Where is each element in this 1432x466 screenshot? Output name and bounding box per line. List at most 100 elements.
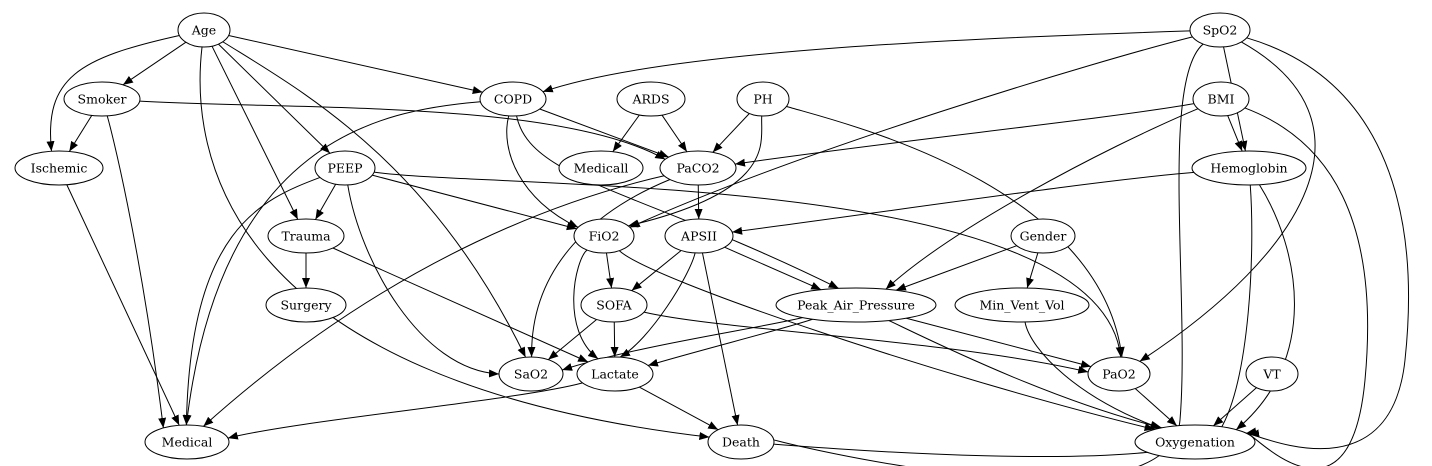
edge-hemoglobin-to-oxygenation: [1235, 184, 1295, 431]
edge-bmi-to-oxygenation: [1244, 107, 1369, 466]
edge-ph-to-paco2: [712, 113, 750, 153]
node-gender[interactable]: Gender: [1010, 218, 1076, 254]
node-label: PaO2: [1102, 367, 1136, 382]
node-apsii[interactable]: APSII: [664, 218, 734, 254]
node-ellipse: [177, 12, 231, 48]
edge-vt-to-oxygenation: [1212, 387, 1257, 427]
node-label: Gender: [1020, 229, 1067, 244]
node-label: Peak_Air_Pressure: [797, 298, 915, 313]
node-label: Trauma: [281, 229, 331, 244]
node-label: FiO2: [589, 229, 620, 244]
node-fio2[interactable]: FiO2: [573, 218, 635, 254]
edge-gender-to-peak_air_pressure: [895, 245, 1017, 291]
node-label: SaO2: [514, 367, 548, 382]
edge-fio2-to-sofa: [605, 252, 615, 289]
edge-age-to-smoker: [122, 41, 187, 86]
node-ellipse: [1087, 356, 1151, 392]
node-ellipse: [144, 424, 230, 460]
edge-age-to-ischemic: [46, 34, 180, 152]
node-label: Age: [191, 23, 216, 38]
node-ellipse: [314, 150, 376, 186]
edges: [46, 30, 1409, 466]
node-ellipse: [580, 287, 648, 323]
node-bmi[interactable]: BMI: [1192, 81, 1250, 117]
node-label: Smoker: [78, 92, 127, 107]
edge-age-to-copd: [228, 35, 483, 94]
node-trauma[interactable]: Trauma: [267, 218, 345, 254]
node-label: Min_Vent_Vol: [979, 298, 1064, 313]
node-hemoglobin[interactable]: Hemoglobin: [1191, 150, 1307, 186]
edge-apsii-to-peak_air_pressure: [724, 246, 822, 291]
edge-peak_air_pressure-to-lactate: [647, 318, 813, 367]
node-lactate[interactable]: Lactate: [576, 356, 654, 392]
node-ellipse: [1134, 424, 1256, 460]
node-pao2[interactable]: PaO2: [1087, 356, 1151, 392]
node-label: VT: [1262, 367, 1281, 382]
node-label: Ischemic: [31, 161, 88, 176]
node-ph[interactable]: PH: [736, 81, 790, 117]
edge-copd-to-paco2: [539, 108, 669, 158]
node-label: SOFA: [596, 298, 632, 313]
node-label: SpO2: [1203, 23, 1238, 38]
node-label: ARDS: [631, 92, 669, 107]
node-label: PH: [753, 92, 772, 107]
node-sofa[interactable]: SOFA: [580, 287, 648, 323]
node-ellipse: [775, 287, 937, 323]
edge-pao2-to-oxygenation: [1134, 388, 1178, 427]
edge-ph-to-fio2: [628, 115, 763, 228]
edge-fio2-to-lactate: [573, 249, 599, 360]
edge-min_vent_vol-to-oxygenation: [1024, 321, 1161, 429]
node-ellipse: [63, 81, 141, 117]
edge-spo2-to-death: [763, 43, 1204, 466]
node-ellipse: [954, 287, 1090, 323]
edge-bmi-to-hemoglobin: [1227, 115, 1243, 152]
node-label: Hemoglobin: [1210, 161, 1287, 176]
node-death[interactable]: Death: [707, 424, 775, 460]
node-ellipse: [558, 150, 644, 186]
edge-sofa-to-pao2: [643, 311, 1089, 374]
node-smoker[interactable]: Smoker: [63, 81, 141, 117]
node-ellipse: [1010, 218, 1076, 254]
edge-apsii-to-death: [701, 252, 740, 426]
node-ards[interactable]: ARDS: [616, 81, 686, 117]
edge-peep-to-fio2: [372, 174, 577, 231]
node-peep[interactable]: PEEP: [314, 150, 376, 186]
node-min_vent_vol[interactable]: Min_Vent_Vol: [954, 287, 1090, 323]
edge-ards-to-medicall: [612, 114, 640, 152]
edge-spo2-to-fio2: [629, 36, 1193, 228]
edge-smoker-to-medical: [106, 115, 167, 429]
edge-spo2-to-oxygenation: [1246, 37, 1409, 450]
edge-ischemic-to-medical: [66, 184, 180, 426]
node-ellipse: [265, 287, 347, 323]
node-sao2[interactable]: SaO2: [498, 356, 564, 392]
edge-hemoglobin-to-apsii: [732, 171, 1195, 235]
edge-ph-to-pao2: [786, 105, 1125, 358]
node-surgery[interactable]: Surgery: [265, 287, 347, 323]
edge-trauma-to-lactate: [332, 247, 589, 363]
node-ellipse: [1192, 81, 1250, 117]
node-peak_air_pressure[interactable]: Peak_Air_Pressure: [775, 287, 937, 323]
node-label: Oxygenation: [1155, 435, 1235, 450]
node-age[interactable]: Age: [177, 12, 231, 48]
node-ellipse: [616, 81, 686, 117]
node-ischemic[interactable]: Ischemic: [14, 150, 104, 186]
node-label: PaCO2: [676, 161, 719, 176]
edge-ards-to-paco2: [661, 114, 688, 153]
node-paco2[interactable]: PaCO2: [659, 150, 737, 186]
node-label: COPD: [494, 92, 532, 107]
edge-peep-to-sao2: [347, 184, 500, 378]
node-vt[interactable]: VT: [1245, 356, 1299, 392]
node-ellipse: [479, 81, 547, 117]
node-spo2[interactable]: SpO2: [1189, 12, 1251, 48]
node-ellipse: [1245, 356, 1299, 392]
node-label: Death: [722, 435, 760, 450]
node-copd[interactable]: COPD: [479, 81, 547, 117]
node-oxygenation[interactable]: Oxygenation: [1134, 424, 1256, 460]
node-medical[interactable]: Medical: [144, 424, 230, 460]
node-medicall[interactable]: Medicall: [558, 150, 644, 186]
node-ellipse: [267, 218, 345, 254]
node-label: BMI: [1208, 92, 1235, 107]
node-ellipse: [14, 150, 104, 186]
